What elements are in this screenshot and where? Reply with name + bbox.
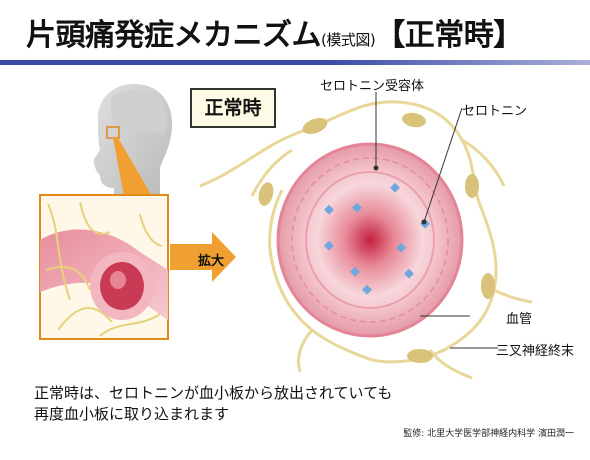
page-title: 片頭痛発症メカニズム(模式図)【正常時】 xyxy=(26,10,523,54)
explanation-caption: 正常時は、セロトニンが血小板から放出されていても 再度血小板に取り込まれます xyxy=(34,383,392,425)
serotonin-molecules xyxy=(324,182,430,295)
label-leaders xyxy=(373,92,498,349)
title-sub: (模式図) xyxy=(321,31,376,49)
zoom-label: 拡大 xyxy=(198,254,225,269)
serotonin-label: セロトニン xyxy=(462,104,528,119)
trigeminal-nerve-ending-label: 三叉神経終末 xyxy=(496,344,575,359)
title-bar: 片頭痛発症メカニズム(模式図)【正常時】 xyxy=(0,0,590,66)
trigeminal-nerve-fibers xyxy=(199,100,533,380)
title-state: 【正常時】 xyxy=(375,18,523,53)
caption-line-2: 再度血小板に取り込まれます xyxy=(34,405,230,423)
supervision-credit: 監修: 北里大学医学部神経内科学 濱田潤一 xyxy=(403,429,574,439)
vessel-inset xyxy=(39,194,169,340)
title-rule xyxy=(0,60,590,65)
title-main: 片頭痛発症メカニズム xyxy=(26,18,322,53)
zoom-beam xyxy=(113,138,152,196)
serotonin-receptor-label: セロトニン受容体 xyxy=(320,79,425,94)
caption-line-1: 正常時は、セロトニンが血小板から放出されていても xyxy=(34,384,393,402)
normal-state-badge: 正常時 xyxy=(190,88,276,128)
magnify-arrow xyxy=(170,232,236,282)
blood-vessel-label: 血管 xyxy=(506,312,533,327)
blood-vessel-cross-section xyxy=(276,142,464,338)
